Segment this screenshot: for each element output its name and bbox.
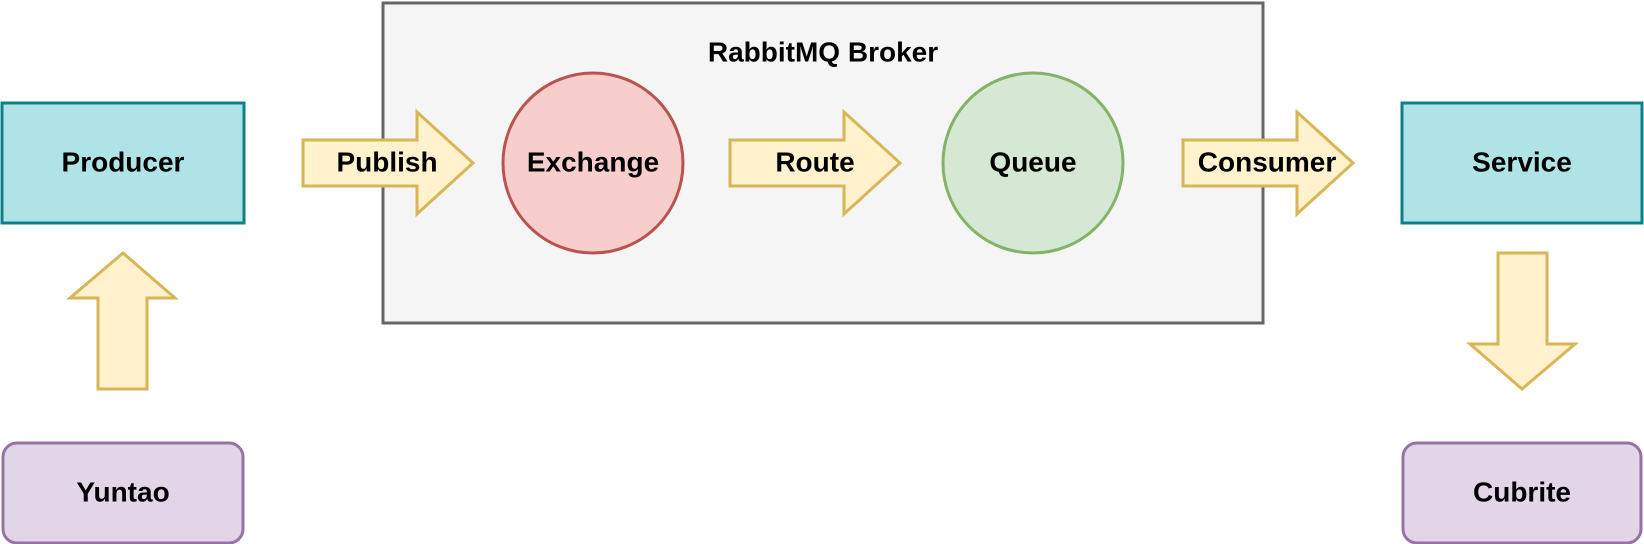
publish-arrow: Publish xyxy=(301,108,476,218)
exchange-circle xyxy=(501,71,685,255)
queue-circle xyxy=(941,71,1125,255)
service-label: Service xyxy=(1472,146,1572,177)
route-arrow-shape xyxy=(728,108,903,218)
yuntao-box xyxy=(1,441,245,544)
up-arrow-shape xyxy=(65,251,180,391)
consumer-arrow: Consumer xyxy=(1181,108,1356,218)
queue-label: Queue xyxy=(989,146,1076,177)
publish-arrow-shape xyxy=(301,108,476,218)
route-arrow: Route xyxy=(728,108,903,218)
producer-node: Producer xyxy=(0,101,246,225)
service-box xyxy=(1400,101,1644,225)
route-label: Route xyxy=(775,146,854,177)
cubrite-label: Cubrite xyxy=(1473,476,1571,507)
publish-label: Publish xyxy=(336,146,437,177)
exchange-label: Exchange xyxy=(527,146,659,177)
down-arrow xyxy=(1465,251,1580,391)
yuntao-node: Yuntao xyxy=(1,441,245,544)
yuntao-label: Yuntao xyxy=(76,476,169,507)
broker-title: RabbitMQ Broker xyxy=(708,36,938,67)
up-arrow xyxy=(65,251,180,391)
exchange-node: Exchange xyxy=(501,71,685,255)
producer-box xyxy=(0,101,246,225)
down-arrow-shape xyxy=(1465,251,1580,391)
service-node: Service xyxy=(1400,101,1644,225)
consumer-arrow-shape xyxy=(1181,108,1356,218)
cubrite-box xyxy=(1401,441,1643,544)
consumer-label: Consumer xyxy=(1198,146,1337,177)
producer-label: Producer xyxy=(62,146,185,177)
queue-node: Queue xyxy=(941,71,1125,255)
cubrite-node: Cubrite xyxy=(1401,441,1643,544)
